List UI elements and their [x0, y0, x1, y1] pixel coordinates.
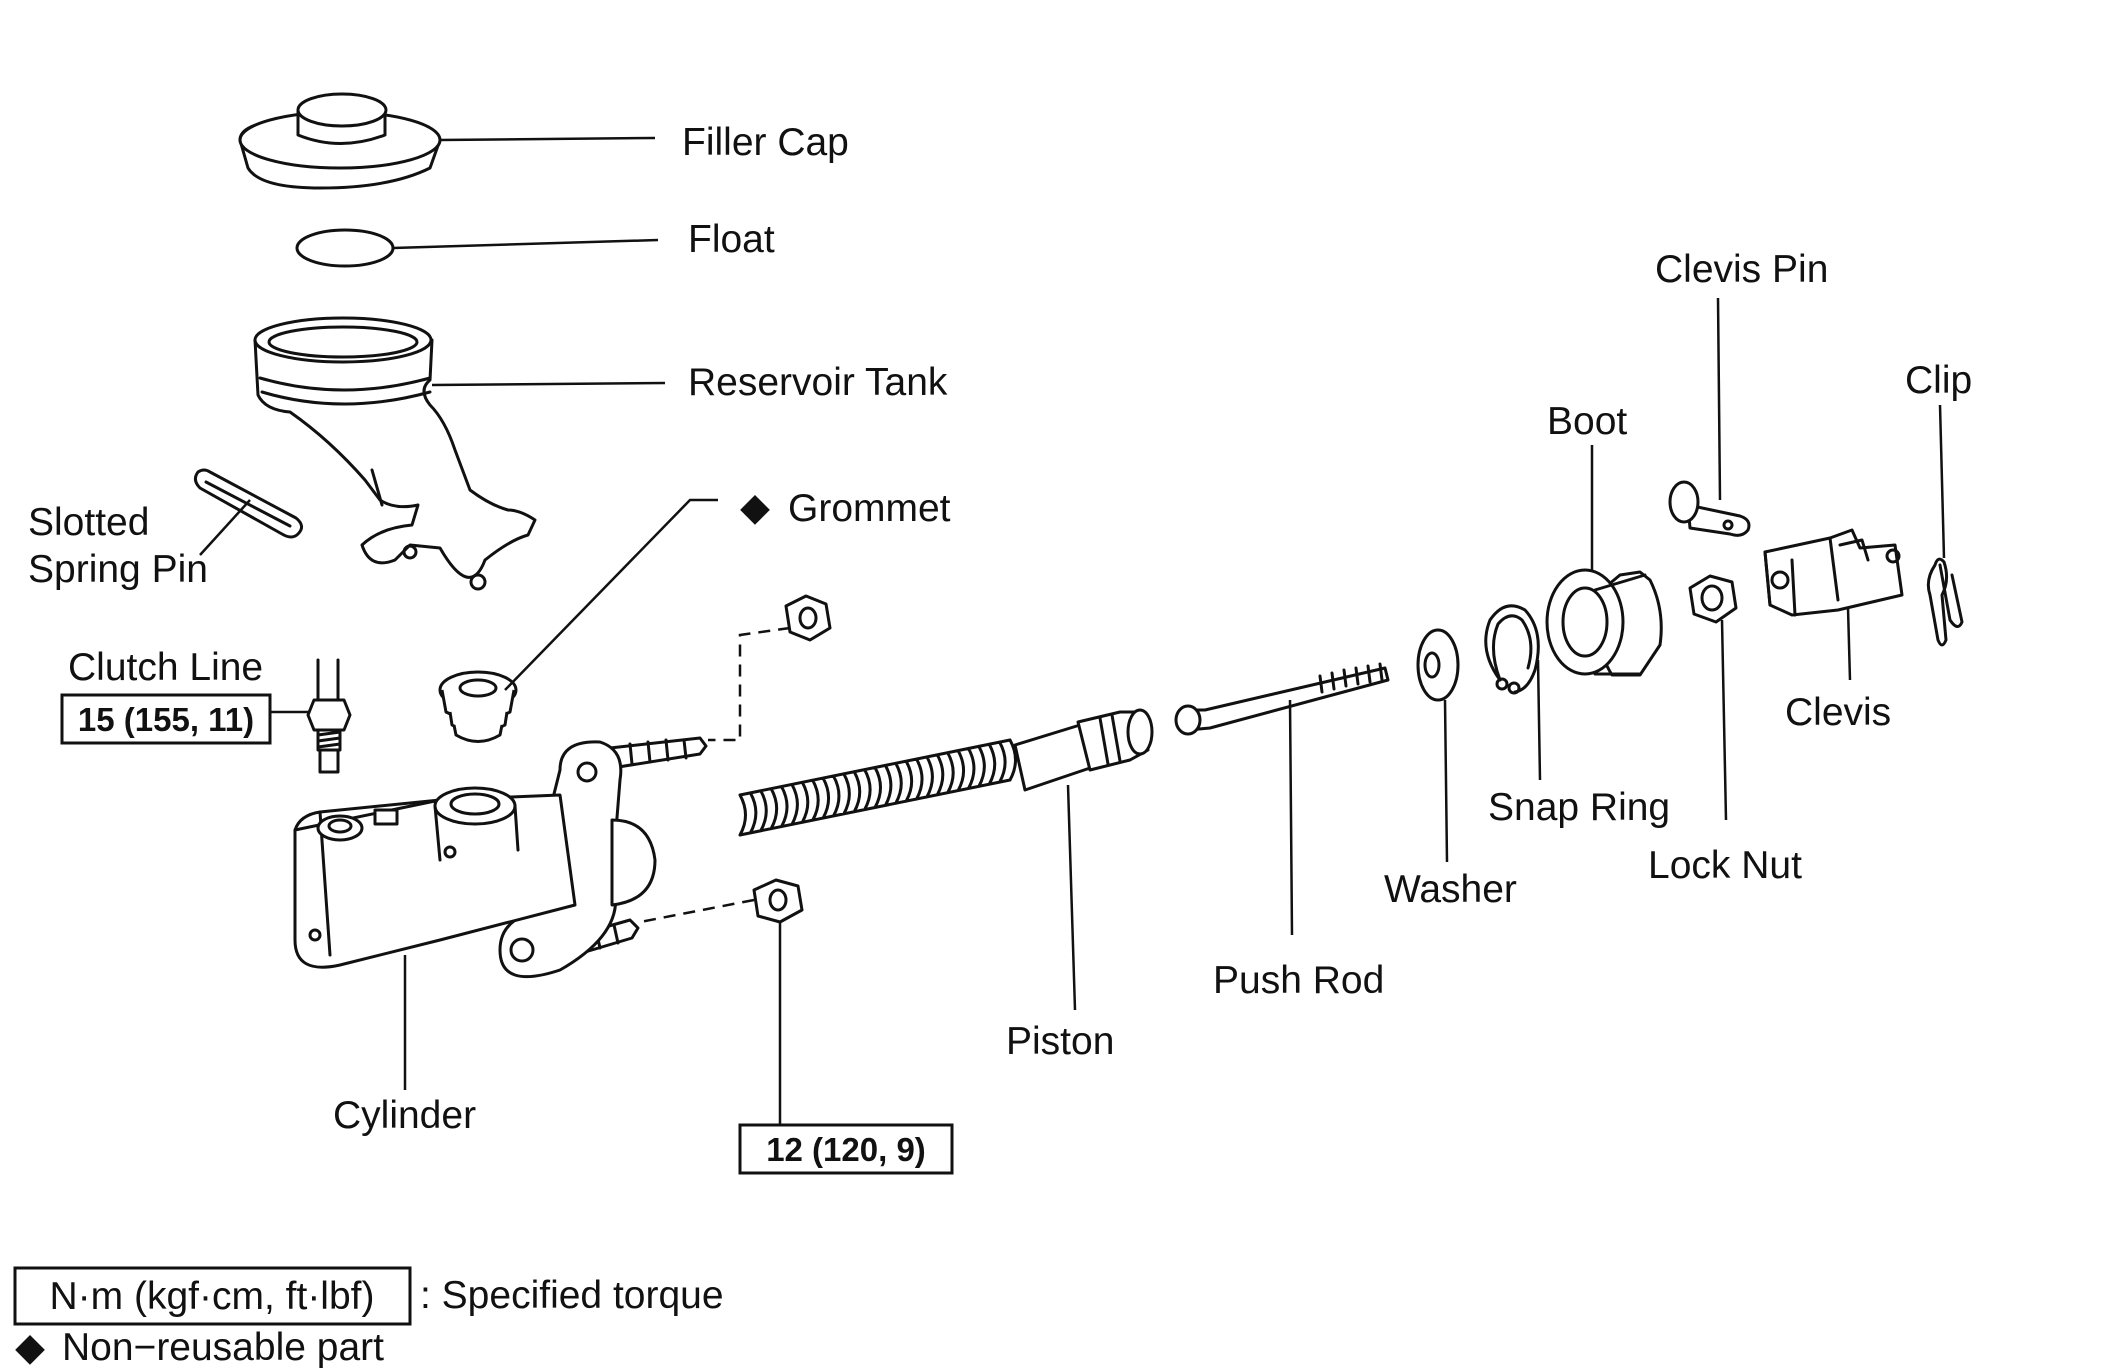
slotted-spring-pin-label-line1: Slotted: [28, 501, 149, 544]
washer-leader: [1443, 699, 1449, 863]
float-label: Float: [688, 218, 775, 261]
push-rod-label: Push Rod: [1213, 959, 1384, 1002]
float-part: [295, 228, 395, 268]
legend-nonreusable-description: Non−reusable part: [62, 1326, 384, 1369]
lower-nut-dashed-guide: [639, 898, 755, 924]
filler-cap-part: [238, 92, 442, 190]
filler-cap-leader: [439, 136, 656, 142]
washer-part: [1416, 628, 1460, 702]
clutch-line-torque-box: [60, 693, 272, 745]
lock-nut-leader: [1720, 619, 1728, 821]
clip-part: [1926, 557, 1964, 647]
lock-nut-part: [1688, 574, 1738, 624]
lower-nut-part: [752, 878, 804, 924]
legend-torque-box: [13, 1266, 412, 1326]
snap-ring-part: [1484, 604, 1540, 695]
piston-part: [738, 708, 1154, 837]
clutch-line-label: Clutch Line: [68, 646, 263, 689]
filler-cap-label: Filler Cap: [682, 121, 849, 164]
cylinder-nut-torque: 12 (120, 9): [766, 1131, 926, 1168]
reservoir-tank-label: Reservoir Tank: [688, 361, 948, 404]
grommet-label: Grommet: [788, 487, 951, 530]
push-rod-part: [1174, 662, 1390, 736]
clevis-pin-label: Clevis Pin: [1655, 248, 1828, 291]
reservoir-tank-leader: [431, 381, 666, 387]
cylinder-nut-torque-box: [738, 1123, 954, 1175]
boot-label: Boot: [1547, 400, 1627, 443]
legend-torque-description: : Specified torque: [420, 1274, 724, 1317]
slotted-spring-pin-label-line2: Spring Pin: [28, 548, 208, 591]
grommet-part: [438, 670, 518, 743]
clevis-leader: [1846, 607, 1852, 681]
snap-ring-leader: [1536, 659, 1542, 781]
reservoir-tank-part: [253, 316, 537, 591]
legend-torque-units: N·m (kgf·cm, ft·lbf): [50, 1275, 375, 1318]
grommet-leader: [504, 498, 718, 691]
cylinder-part: [293, 736, 708, 979]
cylinder-label: Cylinder: [333, 1094, 476, 1137]
clutch-line-part: [306, 658, 352, 774]
piston-label: Piston: [1006, 1020, 1114, 1063]
boot-part: [1545, 568, 1663, 677]
clevis-pin-leader: [1716, 297, 1722, 501]
snap-ring-label: Snap Ring: [1488, 786, 1670, 829]
legend-nonreusable-marker: ◆: [15, 1326, 45, 1369]
upper-nut-dashed-guide: [708, 626, 791, 742]
clevis-pin-part: [1668, 480, 1751, 537]
piston-leader: [1066, 784, 1077, 1011]
upper-nut-part: [784, 594, 832, 642]
push-rod-leader: [1288, 699, 1294, 936]
slotted-spring-pin-leader: [199, 499, 251, 556]
clevis-label: Clevis: [1785, 691, 1891, 734]
non-reusable-marker-grommet: ◆: [740, 486, 770, 529]
clutch-line-torque: 15 (155, 11): [78, 701, 254, 738]
lock-nut-label: Lock Nut: [1648, 844, 1802, 887]
clip-leader: [1938, 404, 1946, 559]
clip-label: Clip: [1905, 359, 1972, 402]
clevis-part: [1763, 528, 1904, 617]
float-leader: [392, 238, 659, 250]
washer-label: Washer: [1384, 868, 1517, 911]
